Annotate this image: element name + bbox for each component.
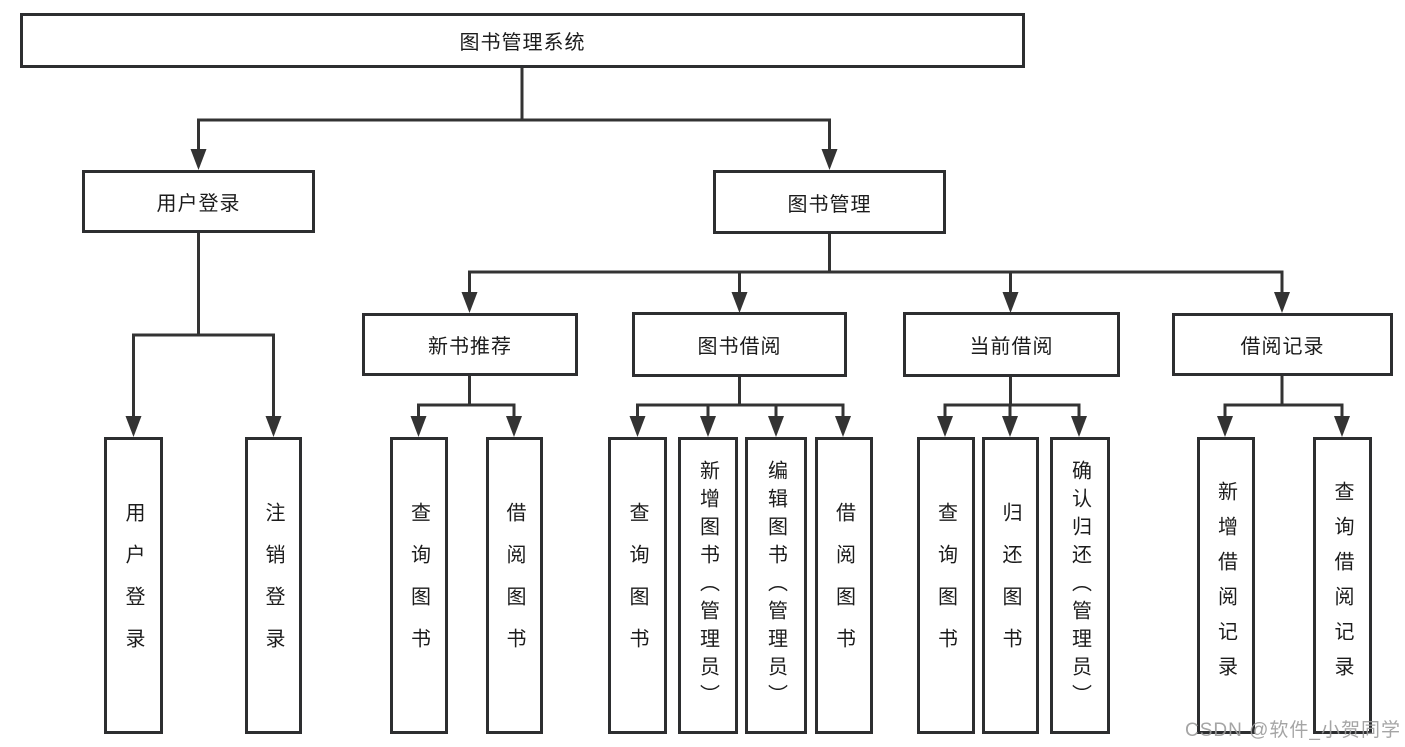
leaf-logout: 注销登录: [245, 437, 302, 734]
leaf-borrow-book-2: 借阅图书: [815, 437, 873, 734]
node-book-borrow: 图书借阅: [632, 312, 847, 377]
node-user-login-label: 用户登录: [156, 193, 241, 215]
node-book-management-label: 图书管理: [787, 193, 872, 216]
leaf-query-borrow-record: 查询借阅记录: [1313, 437, 1372, 734]
node-current-borrow: 当前借阅: [903, 312, 1120, 377]
leaf-return-book: 归还图书: [982, 437, 1039, 734]
arrowhead-icons: [125, 149, 1350, 437]
leaf-confirm-return-admin: 确认归还（管理员）: [1050, 437, 1110, 734]
node-root-label: 图书管理系统: [459, 32, 586, 54]
leaf-edit-book-admin: 编辑图书（管理员）: [745, 437, 807, 734]
leaf-query-book-1: 查询图书: [390, 437, 448, 734]
node-root: 图书管理系统: [20, 13, 1025, 68]
leaf-add-book-admin: 新增图书（管理员）: [678, 437, 738, 734]
leaf-query-book-3: 查询图书: [917, 437, 975, 734]
node-new-book-recommend: 新书推荐: [362, 313, 578, 376]
node-book-borrow-label: 图书借阅: [697, 336, 782, 358]
csdn-watermark: CSDN @软件_小贺同学: [1185, 720, 1401, 741]
leaf-borrow-book-1: 借阅图书: [486, 437, 543, 734]
node-borrow-record: 借阅记录: [1172, 313, 1393, 376]
leaf-query-book-2: 查询图书: [608, 437, 667, 734]
node-current-borrow-label: 当前借阅: [969, 336, 1054, 358]
node-user-login: 用户登录: [82, 170, 315, 233]
leaf-add-borrow-record: 新增借阅记录: [1197, 437, 1255, 734]
leaf-user-login: 用户登录: [104, 437, 163, 734]
node-book-management: 图书管理: [713, 170, 946, 234]
node-borrow-record-label: 借阅记录: [1240, 336, 1325, 358]
node-new-book-recommend-label: 新书推荐: [428, 336, 512, 358]
